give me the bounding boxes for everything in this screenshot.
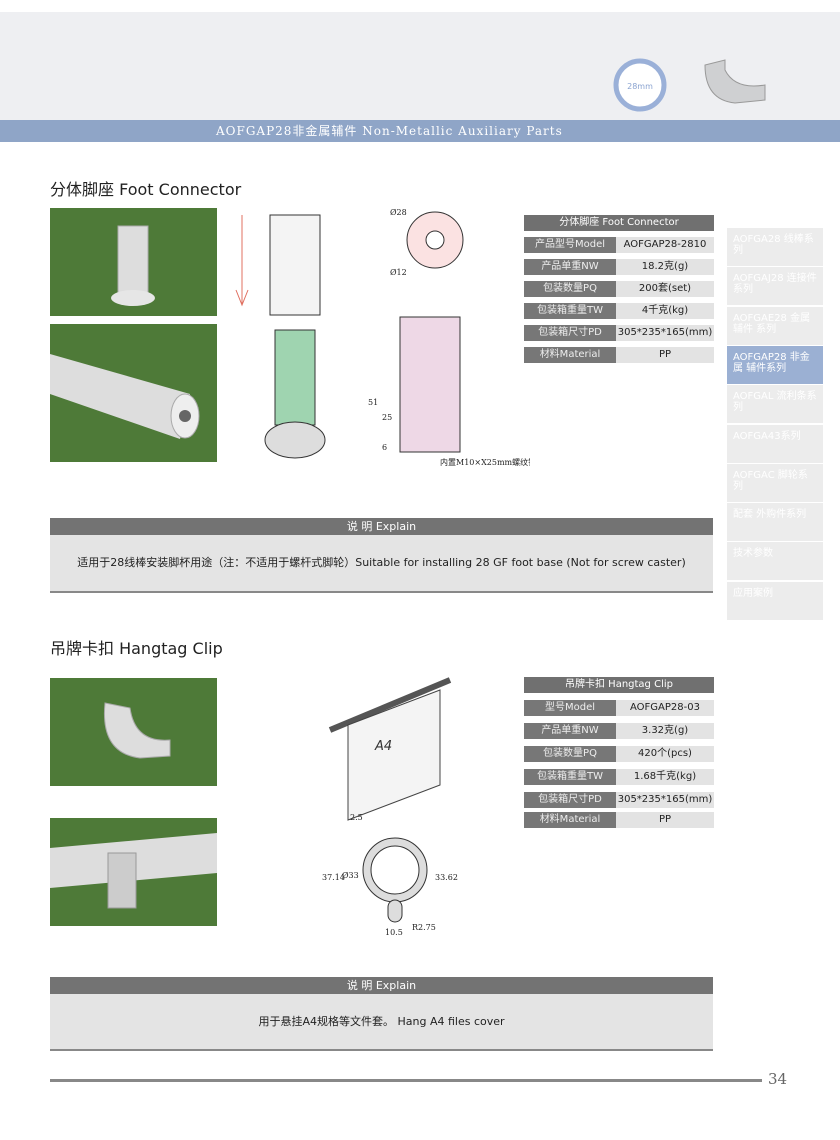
sidebar-item[interactable]: AOFGAJ28 连接件系列 bbox=[727, 267, 823, 306]
sidebar-item[interactable]: 技术参数 bbox=[727, 542, 823, 581]
spec-label: 材料Material bbox=[524, 812, 616, 828]
spec-label: 包装箱重量TW bbox=[524, 303, 616, 319]
spec-label: 包装箱尺寸PD bbox=[524, 325, 616, 341]
svg-text:2.5: 2.5 bbox=[350, 813, 363, 822]
section-title-foot-connector: 分体脚座 Foot Connector bbox=[50, 180, 242, 199]
spec-table-title: 吊牌卡扣 Hangtag Clip bbox=[524, 677, 714, 693]
page-number: 34 bbox=[768, 1070, 788, 1088]
spec-value: AOFGAP28-2810 bbox=[616, 237, 714, 253]
spec-value: AOFGAP28-03 bbox=[616, 700, 714, 716]
spec-value: PP bbox=[616, 812, 714, 828]
svg-text:Ø28: Ø28 bbox=[390, 208, 407, 217]
profile-28mm-icon: 28mm bbox=[613, 58, 667, 112]
spec-label: 包装箱尺寸PD bbox=[524, 792, 616, 808]
spec-label: 包装数量PQ bbox=[524, 746, 616, 762]
sidebar-item[interactable]: AOFGAC 脚轮系列 bbox=[727, 463, 823, 502]
svg-text:R2.75: R2.75 bbox=[412, 923, 436, 932]
spec-value: 200套(set) bbox=[616, 281, 714, 297]
spec-value: 305*235*165(mm) bbox=[616, 325, 714, 341]
foot-connector-photo bbox=[50, 208, 217, 316]
spec-label: 型号Model bbox=[524, 700, 616, 716]
section-title-hangtag-clip: 吊牌卡扣 Hangtag Clip bbox=[50, 639, 223, 658]
explain-header: 说 明 Explain bbox=[50, 518, 713, 535]
spec-value: 420个(pcs) bbox=[616, 746, 714, 762]
spec-value: 3.32克(g) bbox=[616, 723, 714, 739]
spec-label: 包装数量PQ bbox=[524, 281, 616, 297]
sidebar-item[interactable]: AOFGA28 线棒系列 bbox=[727, 228, 823, 266]
svg-text:A4: A4 bbox=[374, 739, 392, 754]
spec-value: 305*235*165(mm) bbox=[616, 792, 714, 808]
sidebar-item[interactable]: AOFGAL 流利条系列 bbox=[727, 385, 823, 424]
tube-photo bbox=[50, 324, 217, 462]
spec-value: 1.68千克(kg) bbox=[616, 769, 714, 785]
header-band bbox=[0, 12, 840, 120]
explain-text: 适用于28线棒安装脚杯用途（注：不适用于螺杆式脚轮）Suitable for i… bbox=[50, 535, 713, 593]
explain-header: 说 明 Explain bbox=[50, 977, 713, 994]
page-title-bar: AOFGAP28非金属辅件 Non-Metallic Auxiliary Par… bbox=[0, 120, 840, 142]
sidebar-item[interactable]: AOFGAP28 非金属 辅件系列 bbox=[727, 345, 823, 384]
svg-text:Ø12: Ø12 bbox=[390, 268, 407, 277]
svg-text:28mm: 28mm bbox=[627, 82, 653, 91]
svg-text:内置M10×X25mm螺纹铝件: 内置M10×X25mm螺纹铝件 bbox=[440, 457, 530, 467]
svg-text:33.62: 33.62 bbox=[435, 873, 458, 882]
sidebar-item[interactable]: AOFGAE28 金属辅件 系列 bbox=[727, 306, 823, 345]
explain-text: 用于悬挂A4规格等文件套。 Hang A4 files cover bbox=[50, 994, 713, 1051]
hangtag-clip-drawing: A4 2.5 37.14 Ø33 33.62 10.5 R2.75 bbox=[322, 677, 458, 937]
spec-label: 产品单重NW bbox=[524, 259, 616, 275]
footer-line bbox=[50, 1079, 762, 1082]
spec-table-title: 分体脚座 Foot Connector bbox=[524, 215, 714, 231]
svg-text:6: 6 bbox=[382, 443, 387, 452]
spec-label: 材料Material bbox=[524, 347, 616, 363]
svg-text:10.5: 10.5 bbox=[385, 928, 403, 937]
spec-label: 包装箱重量TW bbox=[524, 769, 616, 785]
spec-value: 4千克(kg) bbox=[616, 303, 714, 319]
spec-label: 产品单重NW bbox=[524, 723, 616, 739]
explain-box-1: 说 明 Explain 适用于28线棒安装脚杯用途（注：不适用于螺杆式脚轮）Su… bbox=[50, 518, 713, 593]
sidebar-item[interactable]: AOFGA43系列 bbox=[727, 424, 823, 463]
sidebar-item[interactable]: 应用案例 bbox=[727, 581, 823, 620]
hangtag-clip-photo bbox=[50, 678, 217, 786]
explain-box-2: 说 明 Explain 用于悬挂A4规格等文件套。 Hang A4 files … bbox=[50, 977, 713, 1051]
svg-text:51: 51 bbox=[368, 398, 378, 407]
spec-label: 产品型号Model bbox=[524, 237, 616, 253]
svg-text:25: 25 bbox=[382, 413, 392, 422]
spec-value: PP bbox=[616, 347, 714, 363]
clip-on-tube-photo bbox=[50, 818, 217, 926]
foot-connector-drawing: Ø28 Ø12 51 25 6 内置M10×X25mm螺纹铝件 bbox=[235, 208, 530, 467]
clip-product-icon bbox=[704, 59, 766, 104]
sidebar-item[interactable]: 配套 外购件系列 bbox=[727, 503, 823, 542]
spec-value: 18.2克(g) bbox=[616, 259, 714, 275]
svg-text:37.14: 37.14 bbox=[322, 873, 345, 882]
svg-text:Ø33: Ø33 bbox=[342, 871, 359, 880]
